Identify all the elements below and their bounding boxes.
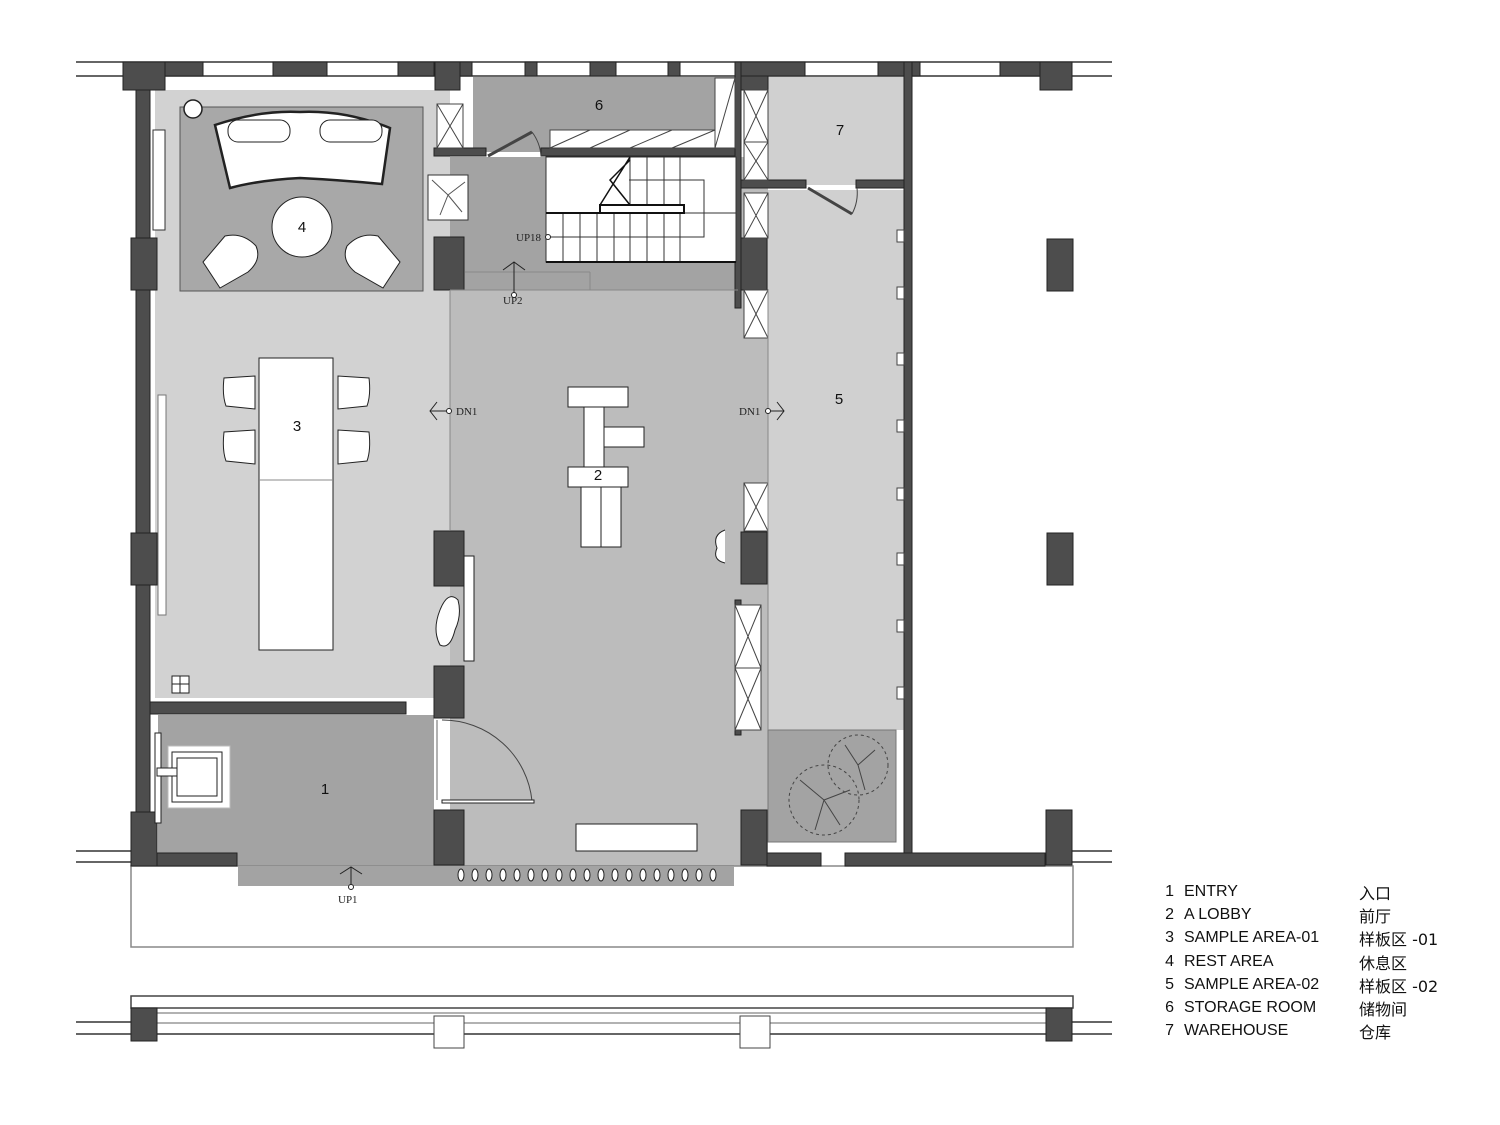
legend-label-en: A LOBBY	[1184, 905, 1252, 923]
legend-number: 2	[1165, 905, 1174, 923]
legend-number: 4	[1165, 952, 1174, 970]
elevation-strip	[76, 995, 1112, 1049]
marker-up1: UP1	[338, 894, 358, 906]
rest-area-furniture	[183, 99, 401, 289]
legend-label-cn: 储物间	[1359, 1000, 1408, 1020]
legend-label-cn: 样板区 -01	[1359, 930, 1439, 950]
staircase	[545, 156, 737, 263]
room-label-sample-area-02: 5	[835, 391, 843, 408]
legend-label-cn: 前厅	[1359, 906, 1392, 926]
legend-label-en: WAREHOUSE	[1184, 1022, 1289, 1040]
wall-fins	[896, 229, 905, 700]
legend-number: 7	[1165, 1022, 1174, 1040]
legend-item: 7 WAREHOUSE 仓库	[1152, 1020, 1452, 1043]
legend-item: 5 SAMPLE AREA-02 样板区 -02	[1152, 973, 1452, 996]
legend-item: 4 REST AREA 休息区	[1152, 950, 1452, 973]
legend-label-cn: 仓库	[1359, 1023, 1392, 1043]
bollards	[457, 868, 717, 882]
marker-dn1-left: DN1	[456, 406, 477, 418]
entry-furniture	[154, 719, 535, 824]
legend-label-cn: 样板区 -02	[1359, 976, 1439, 996]
level-arrows	[339, 234, 785, 890]
legend-label-en: STORAGE ROOM	[1184, 999, 1317, 1017]
legend-label-en: REST AREA	[1184, 952, 1274, 970]
legend-label-en: SAMPLE AREA-02	[1184, 975, 1320, 993]
legend-label-cn: 休息区	[1359, 953, 1408, 973]
marker-up18: UP18	[516, 232, 542, 244]
legend-number: 3	[1165, 929, 1174, 947]
room-label-storage-room: 6	[595, 97, 603, 114]
tree-icon	[788, 734, 889, 836]
room-label-rest-area: 4	[298, 219, 306, 236]
legend-item: 1 ENTRY 入口	[1152, 880, 1452, 903]
legend-item: 2 A LOBBY 前厅	[1152, 903, 1452, 926]
room-label-lobby: 2	[594, 467, 602, 484]
room-label-entry: 1	[321, 781, 329, 798]
legend-label-en: SAMPLE AREA-01	[1184, 929, 1320, 947]
room-label-warehouse: 7	[836, 122, 844, 139]
cabinet-units	[436, 89, 769, 731]
legend-label-en: ENTRY	[1184, 882, 1238, 900]
doors	[487, 130, 858, 216]
marker-dn1-right: DN1	[739, 406, 760, 418]
legend-label-cn: 入口	[1359, 883, 1392, 903]
legend: 1 ENTRY 入口 2 A LOBBY 前厅 3 SAMPLE AREA-01…	[1152, 880, 1452, 1043]
legend-item: 6 STORAGE ROOM 储物间	[1152, 996, 1452, 1019]
lobby-furniture	[435, 386, 726, 852]
plant-pot	[427, 174, 469, 221]
storage-shelves	[549, 77, 736, 149]
legend-number: 6	[1165, 999, 1174, 1017]
walls	[122, 61, 1074, 867]
legend-number: 1	[1165, 882, 1174, 900]
marker-up2: UP2	[503, 295, 523, 307]
legend-number: 5	[1165, 975, 1174, 993]
sample-area-01-furniture	[152, 129, 371, 694]
room-label-sample-area-01: 3	[293, 418, 301, 435]
legend-item: 3 SAMPLE AREA-01 样板区 -01	[1152, 927, 1452, 950]
